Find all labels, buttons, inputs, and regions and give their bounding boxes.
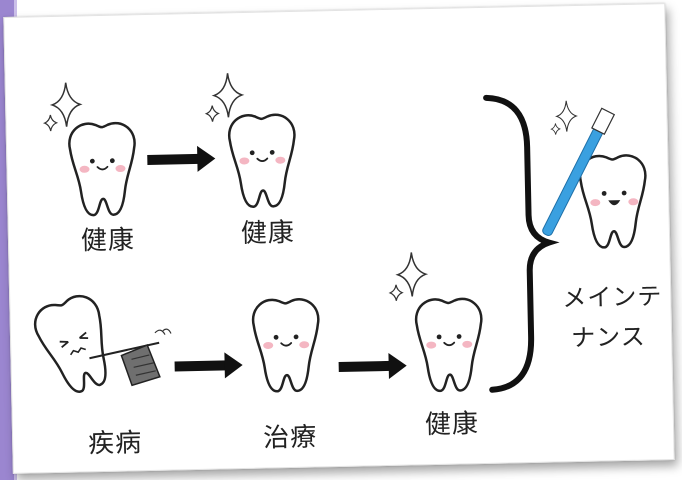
label-maintenance-line1: メインテ [562, 282, 663, 313]
tooth-healthy-top-left [67, 121, 138, 217]
toothbrush-icon [542, 107, 616, 237]
diagram-canvas [28, 72, 649, 401]
tooth-maintenance [578, 153, 649, 250]
arrow-icon [174, 352, 243, 380]
label-health: 健康 [424, 409, 480, 441]
tooth-healthy-bottom [414, 297, 485, 393]
sparkle-icon [388, 251, 428, 302]
curly-brace [483, 94, 560, 393]
label-maintenance-line2: ナンス [570, 322, 646, 353]
germ-monster-icon [89, 328, 172, 387]
tooth-healthy-top-right [227, 113, 298, 209]
label-treatment: 治療 [262, 422, 318, 454]
sparkle-icon [550, 100, 578, 136]
label-health: 健康 [240, 217, 296, 250]
arrow-icon [338, 352, 407, 381]
diagram-card: 健康 健康 疾病 治療 健康 メインテ ナンス [3, 3, 675, 474]
sparkle-icon [204, 72, 244, 123]
sparkle-icon [42, 81, 82, 132]
tooth-treated [251, 297, 322, 394]
label-health: 健康 [80, 225, 136, 257]
label-disease: 疾病 [87, 428, 143, 460]
tooth-diseased [28, 289, 123, 401]
arrow-icon [147, 145, 216, 173]
